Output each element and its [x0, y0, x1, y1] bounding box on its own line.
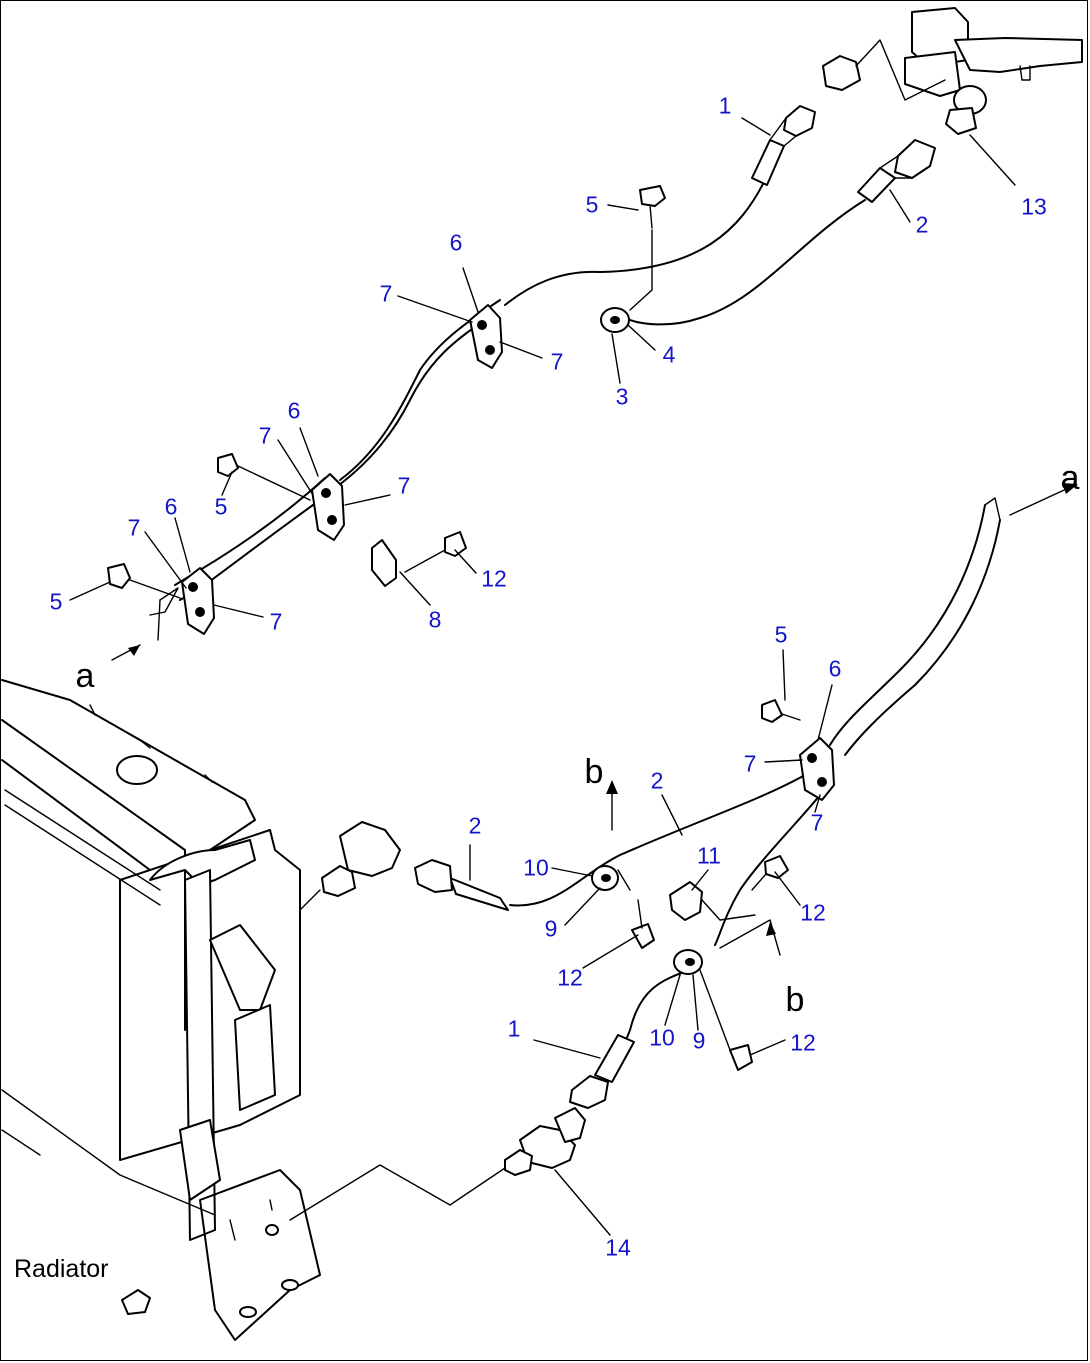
clamp-6-lower [107, 563, 215, 635]
callout-13: 13 [1021, 193, 1047, 220]
clamp-11 [669, 855, 789, 956]
lower-hose [509, 483, 1078, 1061]
callout-2-lower: 2 [468, 812, 482, 839]
callout-7-middle-left: 7 [258, 422, 272, 449]
callout-7-lower-right: 7 [269, 608, 283, 635]
clamp-top-right [600, 185, 666, 333]
callout-12-middle: 12 [557, 964, 583, 991]
callout-14: 14 [605, 1234, 631, 1261]
callout-4: 4 [662, 341, 676, 368]
callout-10-upper: 10 [523, 854, 549, 881]
callout-12-right: 12 [800, 899, 826, 926]
callout-7-upper-left: 7 [379, 280, 393, 307]
radiator [1, 679, 321, 1341]
callout-6-upper: 6 [449, 229, 463, 256]
callout-7-right-left: 7 [743, 750, 757, 777]
callout-10-lower: 10 [649, 1024, 675, 1051]
clamp-10-upper [591, 865, 655, 949]
hose-end-2-lower [414, 859, 509, 911]
callout-6-middle: 6 [287, 397, 301, 424]
callout-5-middle: 5 [214, 493, 228, 520]
elbow-fitting-left [299, 821, 401, 911]
callout-5-top: 5 [585, 191, 599, 218]
hose-end-2-top [857, 139, 936, 203]
clamp-6-middle [217, 453, 345, 541]
ref-a-left: a [75, 657, 95, 695]
callout-1-top: 1 [718, 92, 732, 119]
callout-7-right-below: 7 [810, 809, 824, 836]
callout-1-lower: 1 [507, 1015, 521, 1042]
clamp-6-right [761, 699, 835, 801]
valve-assembly [822, 7, 1083, 135]
callout-9-upper: 9 [544, 915, 558, 942]
callout-5-right: 5 [774, 621, 788, 648]
callout-6-right: 6 [828, 655, 842, 682]
radiator-caption: Radiator [14, 1255, 109, 1283]
callout-7-middle-right: 7 [397, 472, 411, 499]
clamp-6-upper [469, 304, 503, 369]
callout-7-upper-right: 7 [550, 348, 564, 375]
hose-end-1-lower [569, 1034, 635, 1109]
callout-3: 3 [615, 383, 629, 410]
callout-7-lower-left: 7 [127, 514, 141, 541]
bracket-8 [371, 531, 467, 587]
ref-b-left: b [584, 753, 604, 791]
callout-2-middle: 2 [650, 767, 664, 794]
elbow-fitting-14 [289, 1107, 586, 1221]
callout-12-lower: 12 [790, 1029, 816, 1056]
callout-9-lower: 9 [692, 1027, 706, 1054]
hose-end-1-top [751, 105, 816, 186]
callout-6-lower: 6 [164, 493, 178, 520]
callout-11: 11 [697, 842, 721, 869]
ref-a-top: a [1060, 459, 1080, 497]
leader-lines [69, 117, 1016, 1236]
ref-b-right: b [785, 981, 805, 1019]
callout-2-top: 2 [915, 211, 929, 238]
upper-hose [149, 179, 866, 641]
callout-12-upper: 12 [481, 565, 507, 592]
clamp-10-lower [673, 949, 753, 1071]
callout-8: 8 [428, 606, 442, 633]
callout-5-lower: 5 [49, 588, 63, 615]
